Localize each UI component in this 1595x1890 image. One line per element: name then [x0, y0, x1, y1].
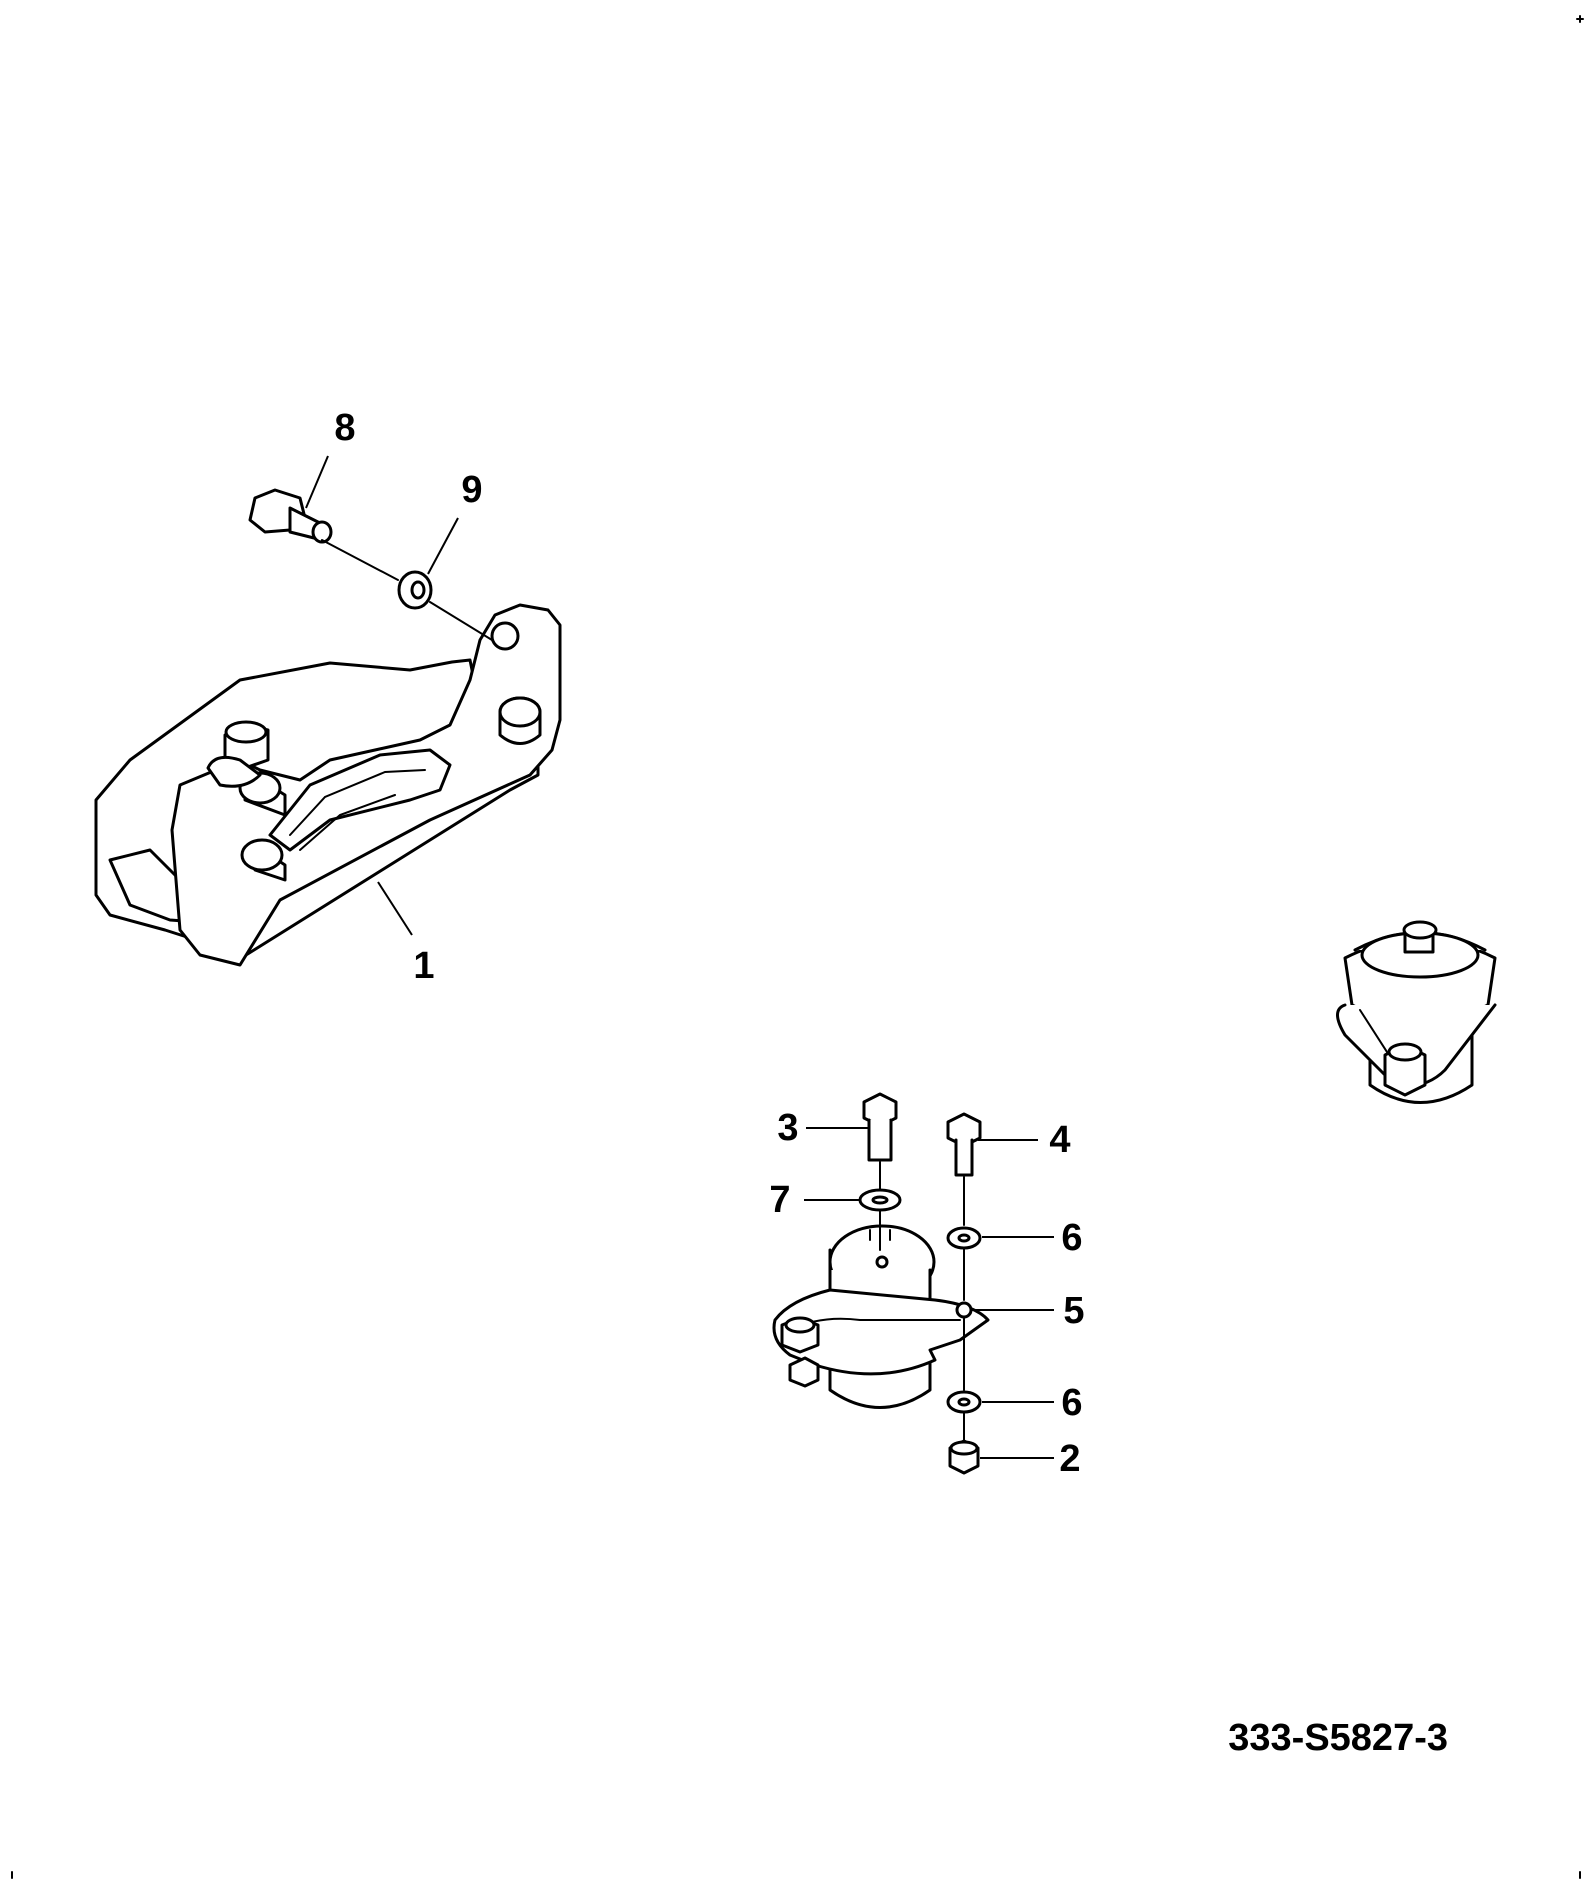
- bracket-bolt: [206, 720, 270, 788]
- bolt-part-4: [946, 1112, 982, 1226]
- washer-part-7: [858, 1188, 902, 1251]
- drawing-reference-code: 333-S5827-3: [1228, 1717, 1448, 1759]
- corner-marks: [11, 15, 1584, 1879]
- assembled-engine-mount: [1336, 920, 1497, 1104]
- washer-part-6-upper: [946, 1226, 982, 1391]
- leader-lines: [305, 455, 1054, 1459]
- callout-9: 9: [461, 469, 482, 511]
- callout-1: 1: [413, 945, 434, 987]
- callout-numbers: 8 9 1 3 4 7 6 5 6 2: [334, 407, 1084, 1480]
- bracket-pin: [240, 838, 287, 882]
- bolt-part-8: [248, 488, 399, 581]
- nut-part-2: [948, 1439, 980, 1475]
- bolt-part-3: [862, 1092, 898, 1191]
- callout-8: 8: [334, 407, 355, 449]
- bracket-pin: [498, 696, 542, 745]
- callout-6-upper: 6: [1061, 1217, 1082, 1259]
- callout-3: 3: [777, 1107, 798, 1149]
- washer-part-9: [397, 570, 493, 641]
- engine-mount-exploded: [772, 1224, 990, 1409]
- callout-2: 2: [1059, 1438, 1080, 1480]
- mounting-bracket: [94, 603, 562, 967]
- callout-7: 7: [769, 1179, 790, 1221]
- washer-part-6-lower: [946, 1390, 982, 1441]
- callout-6-lower: 6: [1061, 1382, 1082, 1424]
- callout-5: 5: [1063, 1290, 1084, 1332]
- callout-4: 4: [1049, 1119, 1070, 1161]
